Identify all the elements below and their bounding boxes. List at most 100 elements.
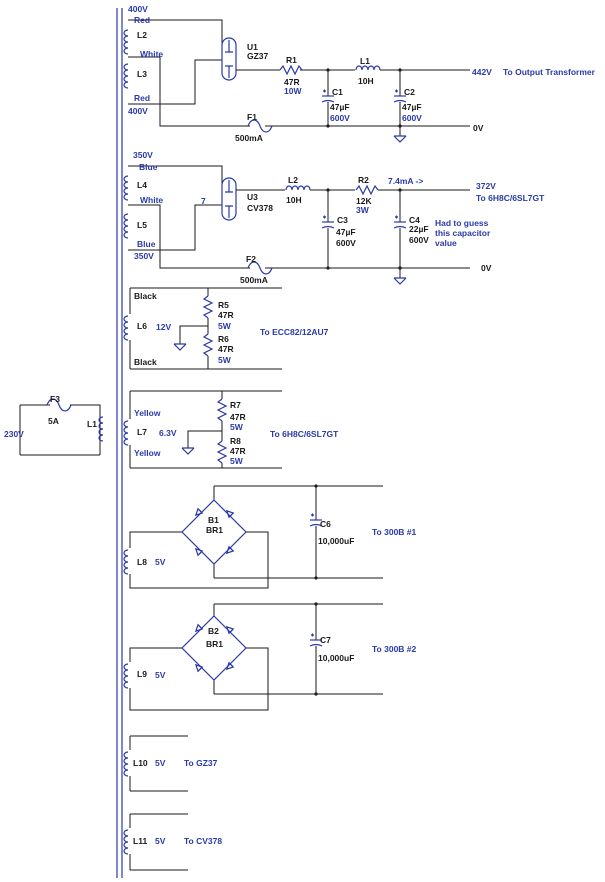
hv1-ground: 0V	[473, 123, 484, 133]
heater1-wire-bottom: Black	[134, 357, 157, 367]
inductor-coil-icon	[123, 829, 129, 855]
inductor-coil-icon	[123, 549, 129, 575]
r2-ref: R2	[358, 175, 369, 185]
r6-ref: R6	[218, 334, 229, 344]
note-line-3: value	[435, 238, 457, 248]
hv1-coil-b: L3	[137, 69, 147, 79]
inductor-coil-icon	[123, 315, 129, 341]
bridge2-type: BR1	[206, 639, 223, 649]
hv1-wire-center: White	[140, 49, 163, 59]
heater2-dest: To 6H8C/6SL7GT	[270, 429, 339, 439]
l2-value: 10H	[286, 195, 302, 205]
dc2-dest: To 300B #2	[372, 644, 417, 654]
f2-ref: F2	[246, 254, 256, 264]
hv2-wire-top: Blue	[139, 162, 158, 172]
heater2-coil: L7	[137, 427, 147, 437]
l1-value: 10H	[358, 76, 374, 86]
hv1-coil-a: L2	[137, 30, 147, 40]
inductor-coil-icon	[123, 663, 129, 689]
dc2-voltage: 5V	[155, 670, 166, 680]
heater2-wire-bottom: Yellow	[134, 448, 161, 458]
heater1-wire-top: Black	[134, 291, 157, 301]
fil2-voltage: 5V	[155, 836, 166, 846]
c6-value: 10,000uF	[318, 536, 354, 546]
filament-winding-2: L11 5V To CV378	[123, 813, 222, 871]
hv2-output-dest: To 6H8C/6SL7GT	[476, 193, 545, 203]
inductor-coil-icon	[123, 213, 129, 239]
inductor-coil-icon	[123, 29, 129, 55]
dc2-coil: L9	[137, 669, 147, 679]
c4-ref: C4	[409, 215, 420, 225]
c1-value: 47µF	[330, 102, 350, 112]
hv2-coil-b: L5	[137, 220, 147, 230]
r6-power: 5W	[218, 355, 232, 365]
hv1-output-voltage: 442V	[472, 67, 492, 77]
ground-icon	[173, 343, 187, 351]
hv-supply-2: 350V 350V Blue White Blue L4 L5 7 U3 CV3…	[123, 150, 545, 285]
c3-voltage: 600V	[336, 238, 356, 248]
note-line-1: Had to guess	[435, 218, 489, 228]
inductor-coil-icon	[355, 65, 381, 71]
hv1-wire-top: Red	[134, 15, 150, 25]
hv1-output-dest: To Output Transformer	[503, 67, 596, 77]
dc1-dest: To 300B #1	[372, 527, 417, 537]
hv1-top-voltage: 400V	[128, 4, 148, 14]
bridge1-type: BR1	[206, 525, 223, 535]
resistor-icon	[203, 295, 213, 319]
l1-ref: L1	[360, 56, 370, 66]
ground-icon	[393, 135, 407, 143]
c3-value: 47µF	[336, 227, 356, 237]
c1-voltage: 600V	[330, 113, 350, 123]
r1-power: 10W	[284, 86, 302, 96]
u1-ref: U1	[247, 42, 258, 52]
bridge1-ref: B1	[208, 515, 219, 525]
resistor-icon	[217, 398, 227, 422]
c2-ref: C2	[404, 87, 415, 97]
c7-ref: C7	[320, 635, 331, 645]
hv2-coil-a: L4	[137, 180, 147, 190]
r5-value: 47R	[218, 310, 234, 320]
r1-value: 47R	[284, 77, 300, 87]
note-line-2: this capacitor	[435, 228, 491, 238]
r8-power: 5W	[230, 456, 244, 466]
heater2-wire-top: Yellow	[134, 408, 161, 418]
ground-icon	[181, 447, 195, 455]
primary-circuit: 230V F3 5A L1	[4, 394, 104, 456]
heater1-coil: L6	[137, 321, 147, 331]
f2-rating: 500mA	[240, 275, 268, 285]
hv2-output-voltage: 372V	[476, 181, 496, 191]
dc1-voltage: 5V	[155, 557, 166, 567]
filament-winding-1: L10 5V To GZ37	[123, 735, 218, 792]
hv2-wire-center: White	[140, 195, 163, 205]
f1-rating: 500mA	[235, 133, 263, 143]
c3-ref: C3	[337, 215, 348, 225]
hv2-pin: 7	[201, 196, 206, 206]
coil-ref: L1	[87, 419, 97, 429]
r7-value: 47R	[230, 412, 246, 422]
resistor-icon	[279, 65, 303, 75]
heater-supply-1: Black Black L6 12V R5 47R 5W R6 47R 5W T…	[123, 287, 329, 370]
inductor-coil-icon	[123, 420, 129, 446]
c7-value: 10,000uF	[318, 653, 354, 663]
hv-supply-1: 400V 400V Red White Red L2 L3 U1 GZ37 R1…	[123, 4, 596, 143]
c4-voltage: 600V	[409, 235, 429, 245]
heater1-dest: To ECC82/12AU7	[260, 327, 329, 337]
c4-value: 22µF	[409, 224, 429, 234]
inductor-coil-icon	[123, 175, 129, 201]
inductor-coil-icon	[123, 751, 129, 777]
primary-voltage: 230V	[4, 429, 24, 439]
fuse-ref: F3	[50, 394, 60, 404]
r5-ref: R5	[218, 300, 229, 310]
fil1-coil: L10	[133, 758, 148, 768]
hv2-top-voltage: 350V	[133, 150, 153, 160]
fil2-coil: L11	[133, 836, 147, 846]
fil2-dest: To CV378	[184, 836, 222, 846]
hv1-bottom-voltage: 400V	[128, 106, 148, 116]
fil1-voltage: 5V	[155, 758, 166, 768]
c2-voltage: 600V	[402, 113, 422, 123]
fil1-dest: To GZ37	[184, 758, 218, 768]
heater1-voltage: 12V	[156, 322, 171, 332]
r6-value: 47R	[218, 344, 234, 354]
u3-type: CV378	[247, 203, 273, 213]
hv1-wire-bottom: Red	[134, 93, 150, 103]
